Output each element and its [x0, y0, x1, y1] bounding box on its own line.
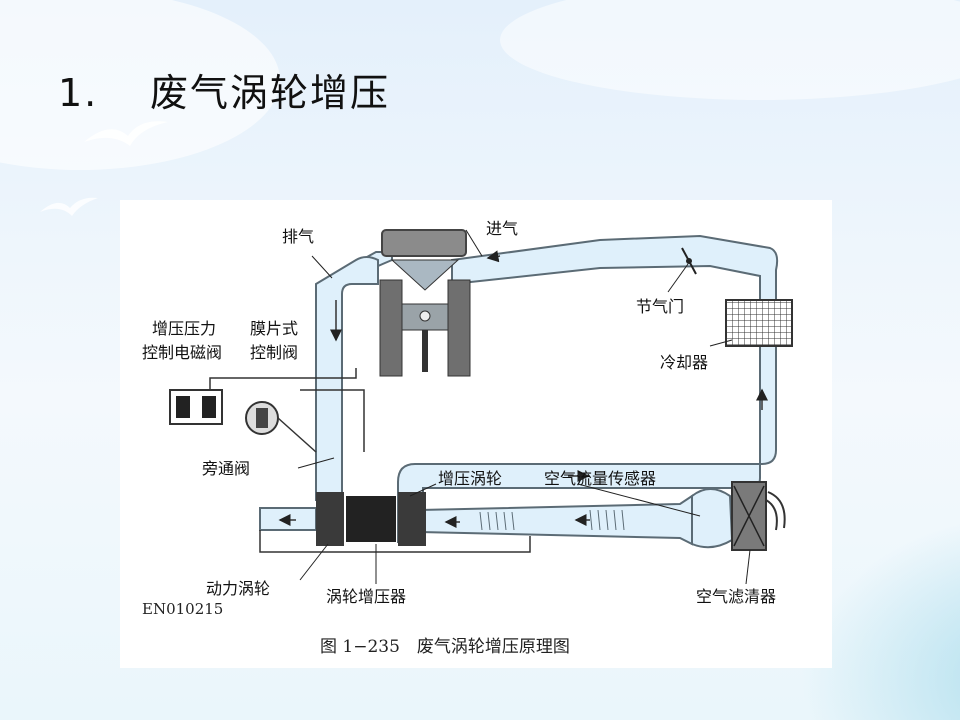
label-boost-solenoid-line1: 增压压力	[152, 319, 216, 338]
turbine-wheel	[316, 492, 344, 546]
label-turbine: 动力涡轮	[206, 579, 270, 598]
figure-caption: 图 1−235 废气涡轮增压原理图	[320, 637, 570, 657]
label-boost-solenoid-line2: 控制电磁阀	[142, 343, 222, 362]
vacuum-line	[209, 368, 357, 400]
slide-title: 1. 废气涡轮增压	[58, 62, 390, 117]
bird-icon-small	[40, 197, 98, 216]
slide-title-text: 废气涡轮增压	[150, 71, 391, 115]
label-exhaust: 排气	[282, 227, 314, 246]
throttle-pivot	[686, 258, 692, 264]
slide-title-number: 1.	[58, 71, 99, 115]
label-diaphragm-valve-line1: 膜片式	[250, 319, 298, 338]
turbo-shaft-housing	[346, 496, 396, 542]
airflow-bellows	[479, 509, 625, 531]
exhaust-pipe	[315, 251, 393, 501]
airflow-arrows	[278, 250, 768, 528]
label-bypass-valve: 旁通阀	[202, 459, 250, 478]
label-airflow-sensor: 空气流量传感器	[544, 469, 656, 488]
compressor-wheel	[398, 492, 426, 546]
label-intercooler: 冷却器	[660, 353, 708, 372]
label-throttle: 节气门	[636, 297, 684, 316]
label-compressor: 增压涡轮	[438, 469, 502, 488]
label-air-filter: 空气滤清器	[696, 587, 776, 606]
engine	[379, 229, 471, 377]
intercooler	[725, 299, 793, 347]
bird-icon	[84, 121, 168, 146]
label-diaphragm-valve-line2: 控制阀	[250, 343, 298, 362]
bypass-line	[259, 530, 531, 553]
turbocharger-diagram: 排气 进气 节气门 增压压力 控制电磁阀 膜片式 控制阀 冷却器 旁通阀 增压涡…	[120, 200, 832, 668]
label-intake: 进气	[486, 219, 518, 238]
figure-code: EN010215	[142, 600, 223, 618]
leader-lines	[297, 229, 751, 585]
label-turbocharger: 涡轮增压器	[326, 587, 406, 606]
